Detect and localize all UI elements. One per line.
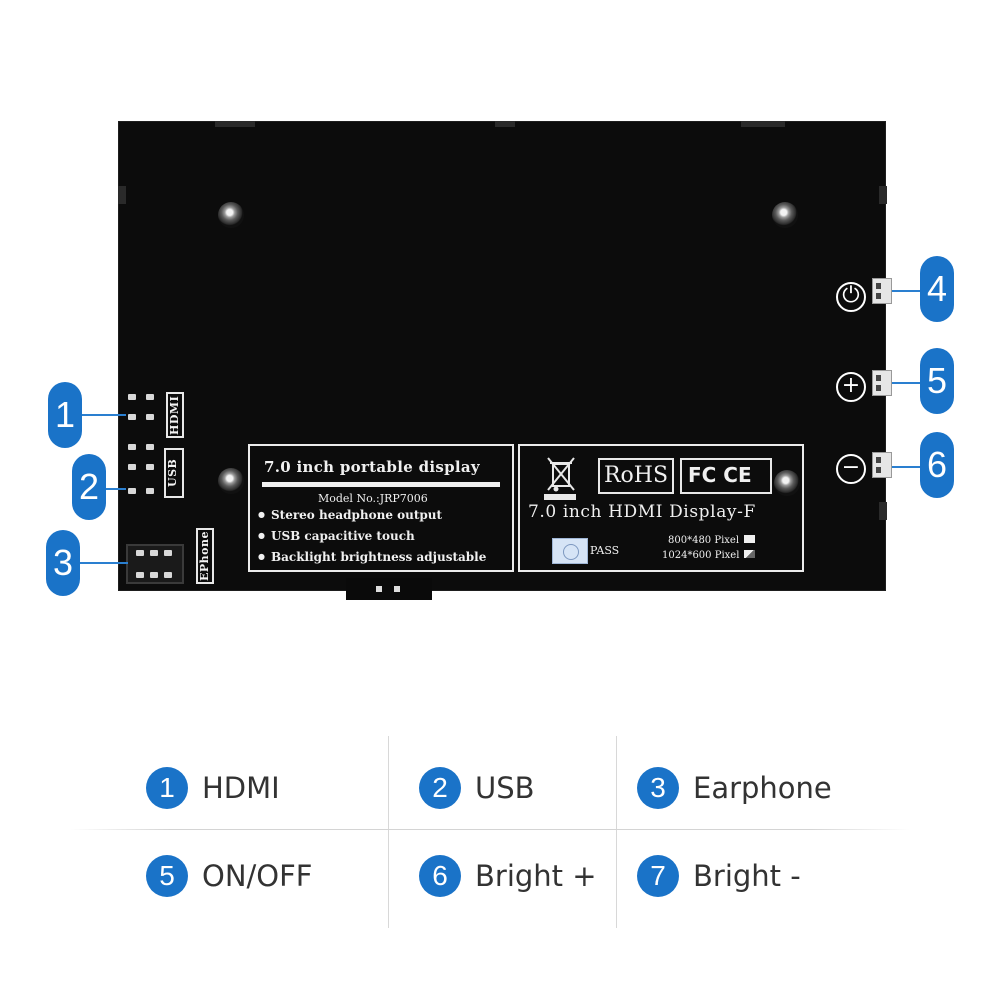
port-pad <box>146 414 154 420</box>
mount-screw <box>772 202 798 228</box>
minus-icon[interactable]: − <box>836 454 866 484</box>
legend-item-earphone: 3 Earphone <box>637 765 832 811</box>
legend-item-onoff: 5 ON/OFF <box>146 853 312 899</box>
callout-5: 5 <box>920 348 954 414</box>
legend-label: Earphone <box>693 771 832 805</box>
callout-leader <box>892 290 922 292</box>
mount-screw <box>218 468 244 494</box>
edge-tab <box>879 186 887 204</box>
callout-leader <box>892 466 922 468</box>
legend-number: 5 <box>146 855 188 897</box>
product-info-label: 7.0 inch portable display Model No.:JRP7… <box>248 444 514 572</box>
plus-icon[interactable]: + <box>836 372 866 402</box>
edge-tab <box>741 121 785 127</box>
legend-label: USB <box>475 771 535 805</box>
legend-label: ON/OFF <box>202 859 313 893</box>
port-pad <box>128 444 136 450</box>
legend-divider <box>388 736 389 928</box>
callout-leader <box>892 382 922 384</box>
display-board <box>118 121 887 591</box>
port-pad <box>146 394 154 400</box>
legend-label: Bright + <box>475 859 597 893</box>
edge-tab <box>495 121 515 127</box>
port-pad <box>128 394 136 400</box>
certification-label: RoHS FC CE 7.0 inch HDMI Display-F PASS … <box>518 444 804 572</box>
legend-item-bright-minus: 7 Bright - <box>637 853 801 899</box>
bottom-connector <box>346 578 432 600</box>
edge-tab <box>879 502 887 520</box>
edge-tab <box>118 186 126 204</box>
pass-badge-icon <box>552 538 588 564</box>
legend-item-usb: 2 USB <box>419 765 535 811</box>
legend-item-hdmi: 1 HDMI <box>146 765 280 811</box>
label-underline <box>262 482 500 487</box>
callout-4: 4 <box>920 256 954 322</box>
power-switch[interactable] <box>872 278 892 304</box>
usb-silkscreen: USB <box>164 448 184 498</box>
checkbox-icon <box>744 550 756 558</box>
port-pad <box>128 488 136 494</box>
port-pad <box>146 464 154 470</box>
port-pad <box>128 414 136 420</box>
edge-tab <box>215 121 255 127</box>
brightness-down-switch[interactable] <box>872 452 892 478</box>
brightness-up-switch[interactable] <box>872 370 892 396</box>
label-title: 7.0 inch portable display <box>264 458 480 476</box>
mount-screw <box>218 202 244 228</box>
legend-number: 3 <box>637 767 679 809</box>
fc-ce-mark: FC CE <box>680 458 772 494</box>
legend-divider <box>616 736 617 928</box>
port-pad <box>128 464 136 470</box>
earphone-jack <box>126 544 184 584</box>
callout-3: 3 <box>46 530 80 596</box>
callout-leader <box>80 562 128 564</box>
legend-number: 2 <box>419 767 461 809</box>
callout-leader <box>82 414 126 416</box>
port-pad <box>146 444 154 450</box>
model-number: Model No.:JRP7006 <box>318 492 428 505</box>
pixel-option-1: 800*480 Pixel <box>668 535 756 546</box>
callout-1: 1 <box>48 382 82 448</box>
mount-screw <box>774 470 800 496</box>
rohs-mark: RoHS <box>598 458 674 494</box>
legend-label: HDMI <box>202 771 280 805</box>
weee-bar <box>544 494 576 500</box>
earphone-silkscreen: EPhone <box>196 528 214 584</box>
legend-number: 6 <box>419 855 461 897</box>
callout-leader <box>104 488 126 490</box>
legend-number: 1 <box>146 767 188 809</box>
callout-2: 2 <box>72 454 106 520</box>
feature-bullet: USB capacitive touch <box>258 529 415 543</box>
legend-label: Bright - <box>693 859 801 893</box>
display-title: 7.0 inch HDMI Display-F <box>528 502 756 522</box>
power-icon[interactable]: ⏻ <box>836 282 866 312</box>
callout-6: 6 <box>920 432 954 498</box>
legend-number: 7 <box>637 855 679 897</box>
pass-text: PASS <box>590 544 620 557</box>
legend-divider <box>70 829 910 830</box>
pixel-option-2: 1024*600 Pixel <box>662 550 756 561</box>
hdmi-silkscreen: HDMI <box>166 392 184 438</box>
weee-bin-icon <box>546 454 576 494</box>
checkbox-icon <box>744 535 756 543</box>
legend-item-bright-plus: 6 Bright + <box>419 853 597 899</box>
feature-bullet: Stereo headphone output <box>258 508 442 522</box>
feature-bullet: Backlight brightness adjustable <box>258 550 486 564</box>
port-pad <box>146 488 154 494</box>
